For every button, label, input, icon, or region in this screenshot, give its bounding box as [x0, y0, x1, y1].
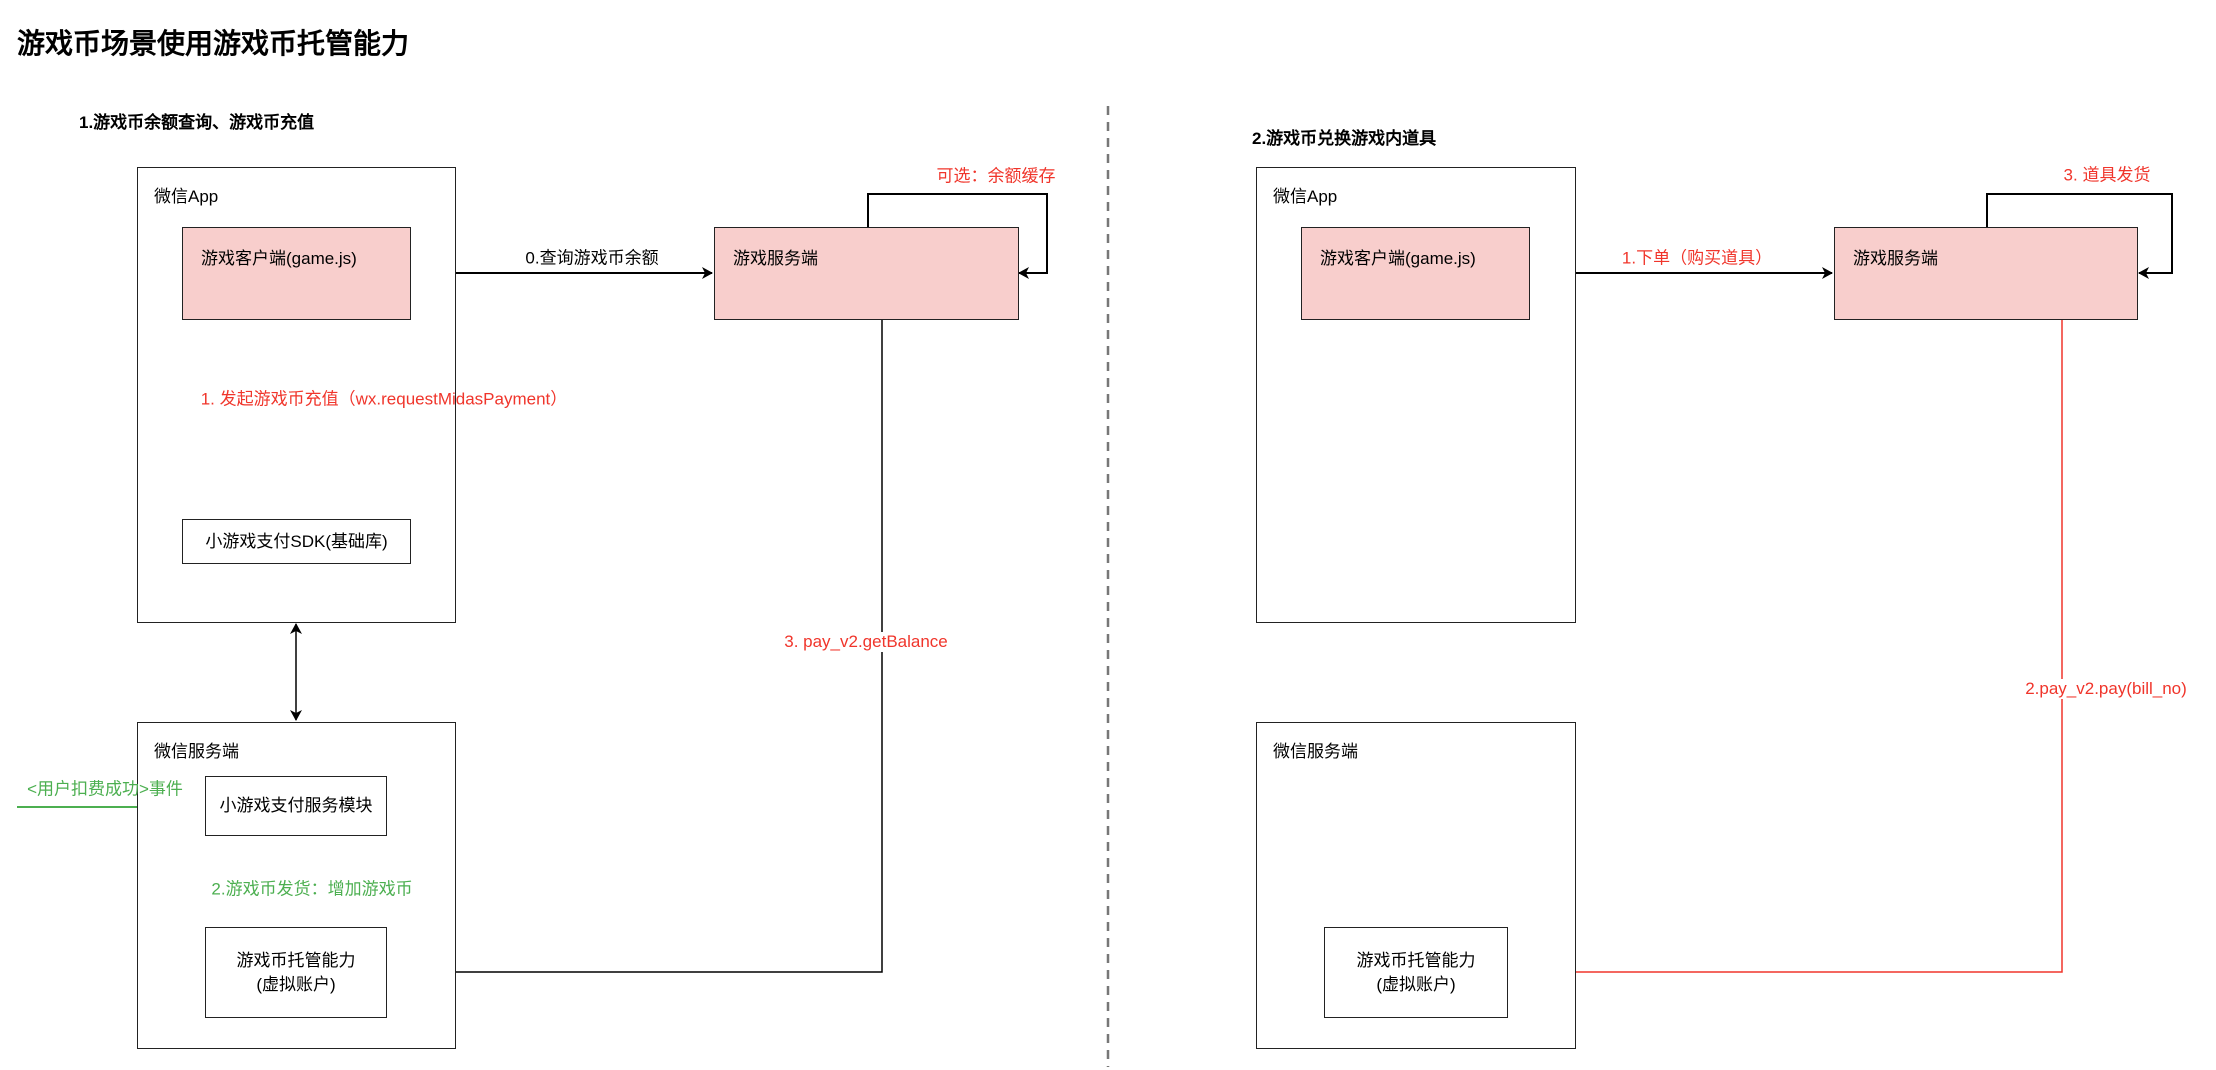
game-client-box-2[interactable]: 游戏客户端(game.js) [1301, 227, 1530, 320]
edge-get-balance [387, 319, 883, 978]
edge-label-place-order: 1.下单（购买道具） [1619, 243, 1775, 269]
wechat-app-label: 微信App [154, 187, 219, 206]
section1-heading: 1.游戏币余额查询、游戏币充值 [79, 113, 315, 132]
edge-label-user-charge-event: <用户扣费成功>事件 [27, 779, 183, 799]
coin-custody-line1-2: 游戏币托管能力 [1356, 950, 1476, 970]
game-server-label-2: 游戏服务端 [1853, 249, 1938, 268]
game-server-label: 游戏服务端 [733, 249, 818, 268]
edge-label-deliver-item: 3. 道具发货 [2061, 160, 2153, 186]
coin-custody-box[interactable]: 游戏币托管能力 (虚拟账户) [205, 927, 387, 1018]
sdk-box[interactable]: 小游戏支付SDK(基础库) [182, 519, 411, 564]
edge-pay [1509, 319, 2063, 978]
wechat-server-label: 微信服务端 [154, 742, 239, 761]
wechat-app-label-2: 微信App [1273, 187, 1338, 206]
pay-module-box[interactable]: 小游戏支付服务模块 [205, 776, 387, 836]
pay-module-label: 小游戏支付服务模块 [219, 796, 373, 815]
edge-label-deliver-coins: 2.游戏币发货：增加游戏币 [211, 879, 413, 899]
wechat-server-label-2: 微信服务端 [1273, 742, 1358, 761]
section2-heading: 2.游戏币兑换游戏内道具 [1252, 129, 1437, 148]
game-server-box-2[interactable]: 游戏服务端 [1834, 227, 2138, 320]
edge-label-query-balance: 0.查询游戏币余额 [523, 243, 661, 269]
edge-label-pay: 2.pay_v2.pay(bill_no) [2023, 679, 2189, 699]
game-client-label: 游戏客户端(game.js) [201, 249, 357, 268]
game-client-box[interactable]: 游戏客户端(game.js) [182, 227, 411, 320]
game-server-box[interactable]: 游戏服务端 [714, 227, 1019, 320]
coin-custody-line2: (虚拟账户) [256, 974, 336, 994]
edge-deliver-item-loop [1986, 193, 2173, 279]
coin-custody-line2-2: (虚拟账户) [1376, 974, 1456, 994]
game-client-label-2: 游戏客户端(game.js) [1320, 249, 1476, 268]
coin-custody-box-2[interactable]: 游戏币托管能力 (虚拟账户) [1324, 927, 1508, 1018]
edge-label-optional-cache: 可选：余额缓存 [934, 161, 1058, 187]
page-title: 游戏币场景使用游戏币托管能力 [17, 28, 410, 59]
sdk-label: 小游戏支付SDK(基础库) [205, 531, 388, 551]
edge-label-request-payment: 1. 发起游戏币充值（wx.requestMidasPayment） [200, 389, 568, 409]
edge-label-get-balance: 3. pay_v2.getBalance [782, 632, 950, 652]
edge-optional-cache-loop [867, 193, 1048, 279]
coin-custody-line1: 游戏币托管能力 [236, 950, 356, 970]
